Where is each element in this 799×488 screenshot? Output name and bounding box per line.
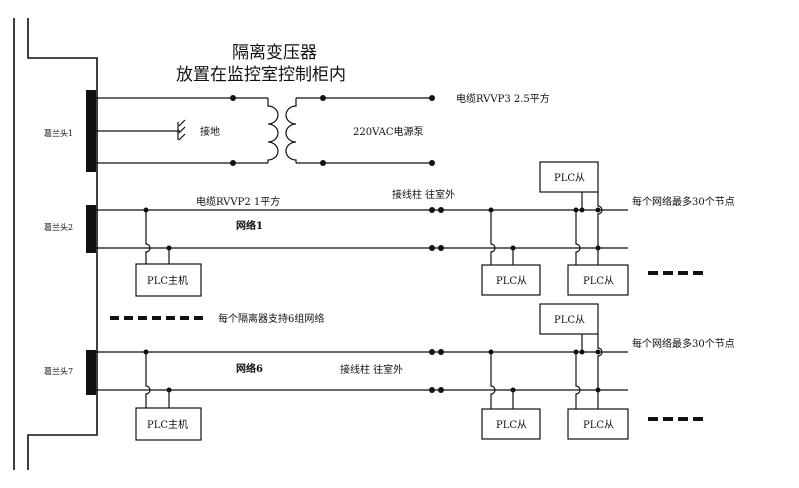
net1-plc-slave-label-1: PLC从 [496,276,527,287]
net6-max-nodes: 每个网络最多30个节点 [632,337,735,350]
net6-plc-master-label: PLC主机 [147,418,188,431]
net1-plc-slave-label-3: PLC从 [554,173,585,184]
network-1: 电缆RVVP2 1平方 网络1 接线柱 往室外 每个网络最多30个节点 PLC主… [96,161,735,297]
cable-label-rvvp3: 电缆RVVP3 2.5平方 [456,92,550,105]
net6-plc-slave-label-2: PLC从 [583,420,614,431]
network-6: 网络6 接线柱 往室外 每个网络最多30个节点 PLC主机 PLC从 PLC从 [96,303,735,441]
net1-cable-label: 电缆RVVP2 1平方 [196,195,280,208]
connector-label-7: 葛兰头7 [44,366,73,376]
title-line2: 放置在监控室控制柜内 [176,65,346,85]
net6-name: 网络6 [236,362,263,375]
net6-plc-slave-box-1 [481,408,541,440]
net1-plc-slave-label-2: PLC从 [583,276,614,287]
transformer-primary-coil [267,98,279,163]
ground-icon [177,119,186,141]
cabinet-outline [13,18,98,470]
transformer-section: 接地 电缆RVVP3 2.5平方 220VAC电源泵 [96,92,550,166]
net1-name: 网络1 [236,219,263,232]
net1-plc-master-label: PLC主机 [147,274,188,287]
net1-continuation-dashes [648,271,703,275]
net1-plc-slave-box-3 [539,161,599,193]
connector-bar-7 [86,350,96,395]
middle-note-dashes [110,316,203,320]
net6-plc-slave-label-3: PLC从 [554,315,585,326]
net6-plc-master-box [135,407,202,441]
title-line1: 隔离变压器 [232,43,317,63]
source-label: 220VAC电源泵 [353,125,424,138]
connector-bar-1 [86,90,96,172]
connector-label-1: 葛兰头1 [44,128,73,138]
net1-plc-slave-box-1 [481,264,541,296]
net6-terminal-label: 接线柱 往室外 [340,363,403,376]
net6-continuation-dashes [648,417,703,421]
net1-plc-slave-box-2 [567,264,629,296]
transformer-secondary-coil [285,98,297,163]
net1-plc-master-box [135,263,202,297]
middle-note: 每个隔离器支持6组网络 [218,312,324,325]
net6-plc-slave-box-2 [567,408,629,440]
net1-max-nodes: 每个网络最多30个节点 [632,195,735,208]
net6-plc-slave-box-3 [539,303,599,335]
connector-label-2: 葛兰头2 [44,222,73,232]
net6-plc-slave-label-1: PLC从 [496,420,527,431]
net1-terminal-label: 接线柱 往室外 [392,188,455,201]
connector-bar-2 [86,205,96,253]
ground-label: 接地 [200,125,220,138]
